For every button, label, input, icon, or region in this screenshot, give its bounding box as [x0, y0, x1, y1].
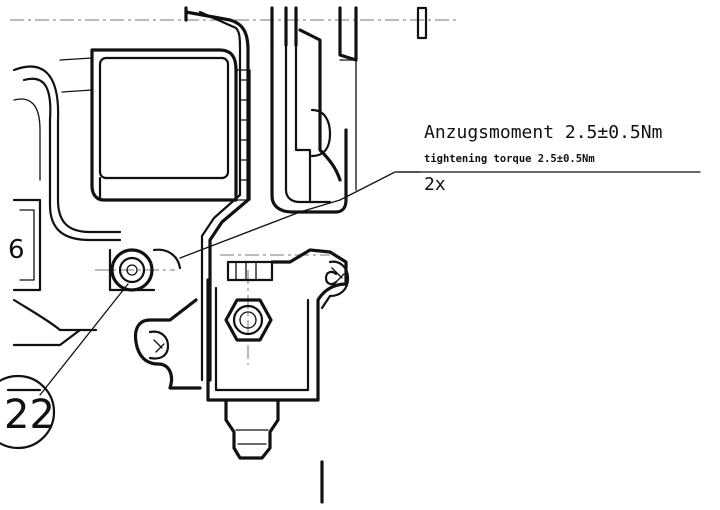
clip-housing [133, 248, 350, 402]
item-balloon-number: 22 [4, 392, 55, 438]
small-fastener [108, 248, 182, 292]
part-mark: 6 [8, 235, 25, 265]
quantity-label: 2x [424, 174, 446, 195]
item-leader-line [39, 283, 129, 396]
upper-cut-edges [184, 6, 428, 62]
torque-annotation: Anzugsmoment 2.5±0.5Nm tightening torque… [424, 122, 662, 195]
hex-nut [224, 298, 273, 342]
left-housing [6, 57, 122, 392]
bent-bracket [184, 10, 357, 382]
torque-label-de: Anzugsmoment 2.5±0.5Nm [424, 122, 662, 143]
torque-label-en: tightening torque 2.5±0.5Nm [424, 153, 595, 165]
torque-leader-line [179, 171, 701, 259]
block-component [90, 48, 251, 202]
center-lines [10, 19, 460, 365]
connector-spigot [224, 398, 280, 460]
part-mark-text: 6 [8, 235, 25, 265]
item-balloon: 22 [0, 374, 56, 450]
